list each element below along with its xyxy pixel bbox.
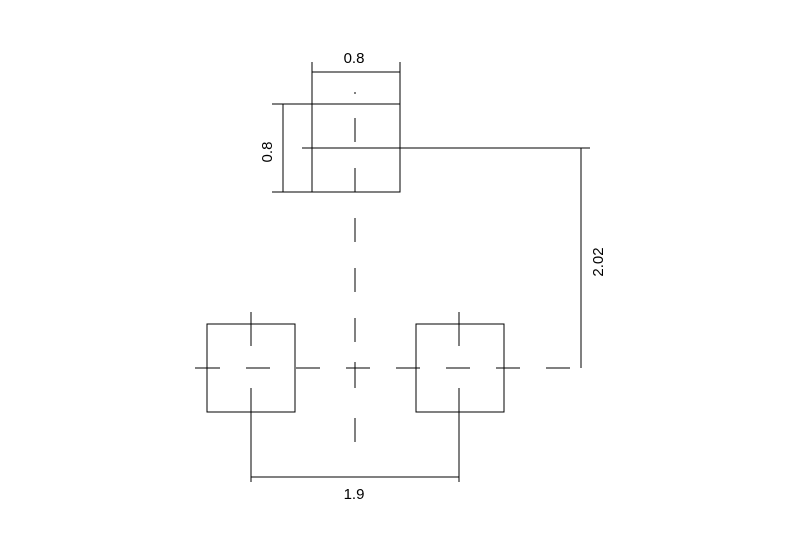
bottom-right-pad-outline bbox=[415, 323, 505, 413]
bottom-left-pad bbox=[206, 312, 296, 413]
dimension-horizontal-pitch: 1.9 bbox=[250, 412, 460, 503]
dimension-vertical-offset: 2.02 bbox=[302, 147, 607, 368]
bottom-right-pad bbox=[415, 312, 505, 413]
dimension-label-pad-height: 0.8 bbox=[259, 142, 276, 163]
dimension-label-pad-width: 0.8 bbox=[344, 50, 365, 67]
dimension-top-pad-width: 0.8 bbox=[311, 50, 401, 104]
dimension-top-pad-height: 0.8 bbox=[259, 103, 312, 193]
dimension-label-horizontal-pitch: 1.9 bbox=[344, 486, 365, 503]
dimension-label-vertical-offset: 2.02 bbox=[590, 247, 607, 276]
